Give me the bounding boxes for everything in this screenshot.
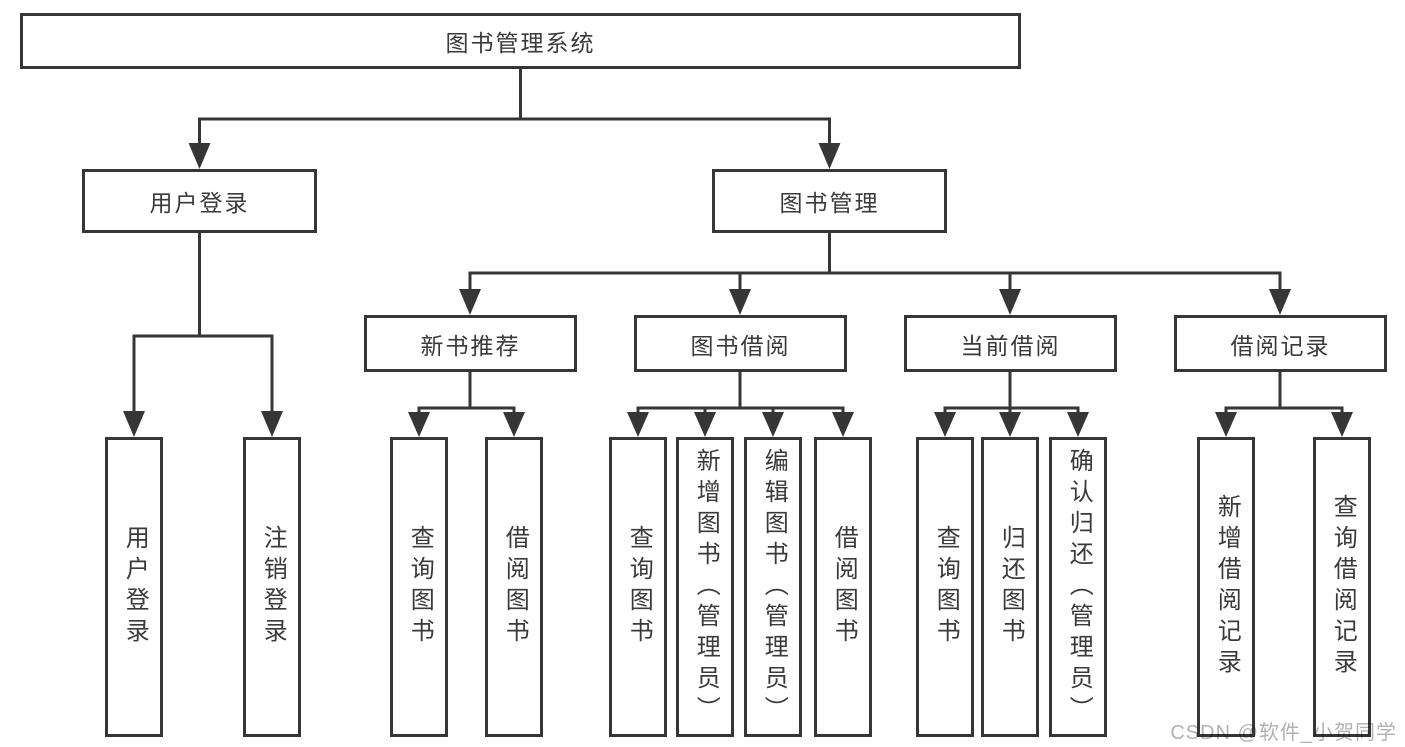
node-label: 图书管理: [779, 190, 880, 216]
leaf-label: 新增图书（管理员）: [692, 447, 720, 727]
leaf-borrow-books-recommend: 借阅图书: [485, 437, 543, 737]
leaf-label: 确认归还（管理员）: [1065, 447, 1093, 727]
node-current-borrowing: 当前借阅: [904, 315, 1117, 372]
connector-current-borrowing-to-leaves: [934, 372, 1089, 437]
leaf-label: 查询图书: [625, 525, 653, 649]
connector-book-management-to-groups: [459, 233, 1291, 315]
node-label: 借阅记录: [1230, 332, 1331, 359]
leaf-user-login: 用户登录: [105, 437, 163, 737]
csdn-watermark: CSDN @软件_小贺同学: [1170, 722, 1397, 744]
node-user-login: 用户登录: [82, 169, 317, 233]
leaf-label: 查询借阅记录: [1329, 494, 1357, 680]
leaf-return-books: 归还图书: [981, 437, 1039, 737]
node-label: 图书管理系统: [445, 30, 596, 56]
connector-borrow-records-to-leaves: [1215, 372, 1353, 437]
connector-root-to-branches: [188, 69, 841, 169]
leaf-edit-books-admin: 编辑图书（管理员）: [744, 437, 802, 737]
leaf-query-borrow-record: 查询借阅记录: [1313, 437, 1371, 737]
leaf-label: 新增借阅记录: [1213, 494, 1241, 680]
leaf-label: 编辑图书（管理员）: [760, 447, 788, 727]
connector-book-borrowing-to-leaves: [627, 372, 854, 437]
leaf-query-books-recommend: 查询图书: [390, 437, 448, 737]
leaf-label: 用户登录: [121, 525, 149, 649]
leaf-label: 借阅图书: [501, 525, 529, 649]
node-new-book-recommend: 新书推荐: [364, 315, 577, 372]
leaf-label: 借阅图书: [830, 525, 858, 649]
node-label: 用户登录: [149, 190, 250, 216]
node-book-management: 图书管理: [712, 169, 947, 233]
node-borrow-records: 借阅记录: [1174, 315, 1387, 372]
connector-user-login-to-leaves: [123, 233, 283, 437]
leaf-confirm-return-admin: 确认归还（管理员）: [1049, 437, 1107, 737]
node-label: 新书推荐: [420, 332, 521, 359]
leaf-add-books-admin: 新增图书（管理员）: [676, 437, 734, 737]
leaf-add-borrow-record: 新增借阅记录: [1197, 437, 1255, 737]
leaf-query-books-borrowing: 查询图书: [609, 437, 667, 737]
leaf-label: 查询图书: [406, 525, 434, 649]
connector-new-book-to-leaves: [408, 372, 525, 437]
node-label: 图书借阅: [690, 332, 791, 359]
node-book-borrowing: 图书借阅: [634, 315, 847, 372]
leaf-label: 查询图书: [932, 525, 960, 649]
leaf-logout: 注销登录: [243, 437, 301, 737]
leaf-query-books-current: 查询图书: [916, 437, 974, 737]
leaf-label: 注销登录: [259, 525, 287, 649]
node-label: 当前借阅: [960, 332, 1061, 359]
leaf-borrow-books: 借阅图书: [814, 437, 872, 737]
node-root-system: 图书管理系统: [20, 13, 1021, 69]
leaf-label: 归还图书: [997, 525, 1025, 649]
